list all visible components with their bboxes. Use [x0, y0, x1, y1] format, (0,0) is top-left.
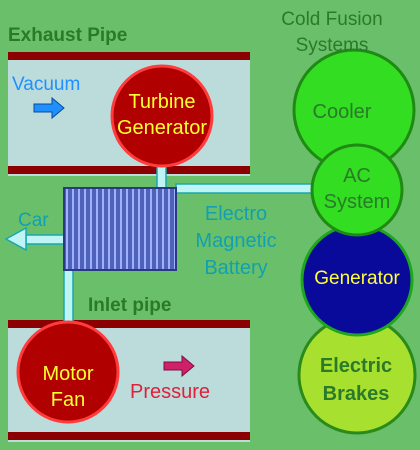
brakes-label-line1: Electric: [320, 355, 392, 377]
car-label: Car: [18, 210, 49, 231]
inlet-pipe-bottom-rail: [8, 432, 250, 440]
car-arrow-icon: [4, 226, 27, 252]
generator-label: Generator: [314, 268, 400, 289]
cooler-label: Cooler: [313, 101, 372, 123]
turbine-label-line2: Generator: [117, 117, 207, 139]
turbine-generator-circle: [110, 64, 214, 168]
battery-label-line3: Battery: [204, 257, 267, 279]
turbine-label-line1: Turbine: [128, 91, 195, 113]
motor-label-line1: Motor: [42, 363, 93, 385]
battery-label-line2: Magnetic: [195, 230, 276, 252]
vacuum-arrow-icon: [33, 96, 65, 120]
electro-magnetic-battery: [63, 187, 177, 271]
inlet-pipe-top-rail: [8, 320, 250, 328]
pressure-arrow-icon: [163, 354, 195, 378]
ac-system-circle: [310, 143, 404, 237]
brakes-label-line2: Brakes: [323, 383, 390, 405]
pressure-label: Pressure: [130, 381, 210, 403]
exhaust-pipe-top-rail: [8, 52, 250, 60]
car-output-pipe: [25, 234, 67, 245]
motor-fan-circle: [16, 320, 120, 424]
turbine-to-battery-pipe: [156, 165, 167, 191]
battery-to-motor-pipe: [63, 263, 74, 331]
battery-to-ac-pipe: [175, 183, 319, 194]
cold-fusion-title-line1: Cold Fusion: [281, 9, 382, 30]
exhaust-pipe-bottom-rail: [8, 166, 250, 174]
ac-label-line2: System: [324, 191, 391, 213]
ac-label-line1: AC: [343, 165, 371, 187]
battery-label-line1: Electro: [205, 203, 267, 225]
vacuum-label: Vacuum: [12, 74, 80, 95]
cold-fusion-title-line2: Systems: [296, 35, 369, 56]
inlet-pipe-label: Inlet pipe: [88, 295, 171, 316]
exhaust-pipe-label: Exhaust Pipe: [8, 25, 127, 46]
motor-label-line2: Fan: [51, 389, 85, 411]
